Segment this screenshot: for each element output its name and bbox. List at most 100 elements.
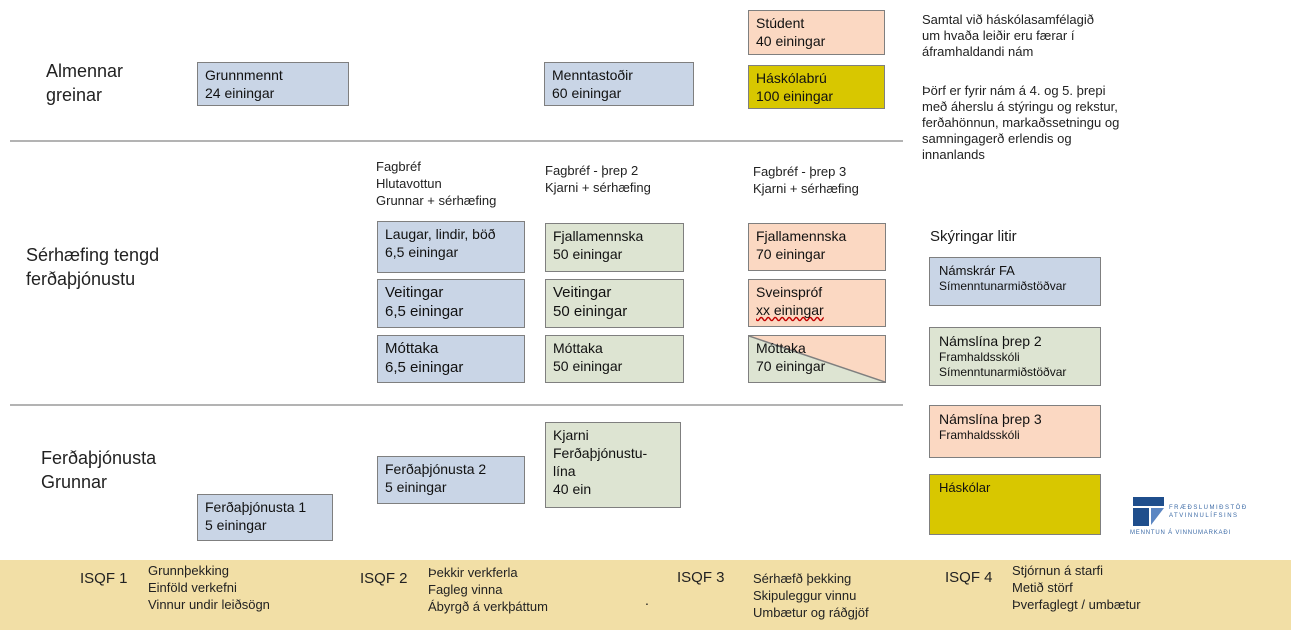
box-units: 24 einingar (205, 85, 275, 101)
logo-line-3: MENNTUN Á VINNUMARKAÐI (1130, 530, 1231, 536)
box-units: 6,5 einingar (385, 244, 459, 260)
header-line: Fagbréf (376, 159, 421, 174)
isqf-line: Ábyrgð á verkþáttum (428, 599, 548, 614)
box-line: Kjarni (553, 427, 589, 443)
box-mottaka-3: Móttaka 70 einingar (748, 335, 886, 383)
header-fagbref-2: Fagbréf - þrep 2 Kjarni + sérhæfing (545, 162, 651, 196)
legend-sub: Framhaldsskóli (939, 428, 1020, 442)
box-line: 40 ein (553, 481, 592, 497)
box-line: lína (553, 463, 576, 479)
box-title: Móttaka (553, 340, 603, 356)
box-mottaka-1: Móttaka 6,5 einingar (377, 335, 525, 383)
logo-line-1: FRÆÐSLUMIÐSTÖÐ (1169, 505, 1248, 511)
legend-item-namslina-threp-2: Námslína þrep 2 Framhaldsskóli Símenntun… (929, 327, 1101, 386)
box-title: Grunnmennt (205, 67, 283, 83)
isqf-line: Vinnur undir leiðsögn (148, 597, 270, 612)
legend-title: Skýringar litir (930, 228, 1017, 245)
header-line: Fagbréf - þrep 2 (545, 163, 639, 178)
legend-label: Námslína þrep 2 (939, 333, 1042, 349)
box-units: 60 einingar (552, 85, 622, 101)
box-haskolabru: Háskólabrú 100 einingar (748, 65, 885, 109)
box-title: Laugar, lindir, böð (385, 226, 496, 242)
header-line: Kjarni + sérhæfing (545, 180, 651, 195)
isqf-line: Einföld verkefni (148, 580, 237, 595)
isqf-line: Metið störf (1012, 580, 1073, 595)
row-label-serhaefing: Sérhæfing tengd ferðaþjónustu (26, 245, 160, 289)
divider-bottom (10, 404, 903, 406)
box-units: 100 einingar (756, 88, 834, 104)
box-title: Móttaka (756, 340, 806, 356)
isqf-line: Umbætur og ráðgjöf (753, 605, 869, 620)
isqf-line: Skipuleggur vinnu (753, 588, 857, 603)
box-fjallamennska-3: Fjallamennska 70 einingar (748, 223, 886, 271)
box-sveinsprof: Sveinspróf xx einingar (748, 279, 886, 327)
box-title: Veitingar (385, 284, 444, 301)
isqf-4-label: ISQF 4 (945, 569, 993, 586)
box-title: Móttaka (385, 340, 439, 357)
legend-item-namslina-threp-3: Námslína þrep 3 Framhaldsskóli (929, 405, 1101, 458)
isqf-1-label: ISQF 1 (80, 570, 128, 587)
box-units: 40 einingar (756, 33, 826, 49)
box-units: 6,5 einingar (385, 303, 464, 320)
box-grunnmennt: Grunnmennt 24 einingar (197, 62, 349, 106)
legend-label: Námslína þrep 3 (939, 411, 1042, 427)
box-units: xx einingar (756, 302, 824, 318)
isqf-2-label: ISQF 2 (360, 570, 408, 587)
isqf-line: Sérhæfð þekking (753, 571, 852, 586)
isqf-line: Þekkir verkferla (428, 565, 518, 580)
isqf-3-label: ISQF 3 (677, 569, 725, 586)
logo-mark-icon (1133, 497, 1164, 526)
legend-sub: Símenntunarmiðstöðvar (939, 279, 1067, 293)
box-laugar: Laugar, lindir, böð 6,5 einingar (377, 221, 525, 273)
header-line: Grunnar + sérhæfing (376, 193, 497, 208)
box-title: Stúdent (756, 15, 805, 31)
box-title: Sveinspróf (756, 284, 823, 300)
isqf-4-description: Stjórnun á starfi Metið störf Þverfagleg… (1012, 562, 1141, 613)
legend-item-namskrar-fa: Námskrár FA Símenntunarmiðstöðvar (929, 257, 1101, 306)
header-fagbref-3: Fagbréf - þrep 3 Kjarni + sérhæfing (753, 163, 859, 197)
isqf-line: Stjórnun á starfi (1012, 563, 1104, 578)
box-units: 6,5 einingar (385, 359, 464, 376)
legend-label: Námskrár FA (939, 263, 1015, 278)
box-title: Háskólabrú (756, 70, 827, 86)
box-mottaka-2: Móttaka 50 einingar (545, 335, 684, 383)
logo-line-2: ATVINNULÍFSINS (1169, 513, 1239, 519)
box-veitingar-1: Veitingar 6,5 einingar (377, 279, 525, 328)
note-thorf: Þörf er fyrir nám á 4. og 5. þrepi með á… (922, 83, 1120, 162)
box-title: Ferðaþjónusta 2 (385, 461, 487, 477)
row-label-grunnar: Ferðaþjónusta Grunnar (41, 448, 157, 492)
isqf-line: Fagleg vinna (428, 582, 503, 597)
stray-dot: . (645, 592, 649, 608)
legend-item-haskolar: Háskólar (929, 474, 1101, 535)
header-line: Hlutavottun (376, 176, 442, 191)
box-title: Fjallamennska (553, 228, 644, 244)
box-title: Menntastoðir (552, 67, 633, 83)
box-ferdathjonusta-2: Ferðaþjónusta 2 5 einingar (377, 456, 525, 504)
split-diagonal (749, 336, 885, 382)
row-label-almennar: Almennar greinar (46, 61, 124, 105)
header-fagbref-1: Fagbréf Hlutavottun Grunnar + sérhæfing (376, 158, 496, 209)
isqf-1-description: Grunnþekking Einföld verkefni Vinnur und… (148, 562, 270, 613)
legend-sub: Framhaldsskóli (939, 350, 1020, 364)
box-veitingar-2: Veitingar 50 einingar (545, 279, 684, 328)
header-line: Kjarni + sérhæfing (753, 181, 859, 196)
box-units: 5 einingar (205, 517, 267, 533)
box-units: 5 einingar (385, 479, 447, 495)
box-menntastodir: Menntastoðir 60 einingar (544, 62, 694, 106)
box-student: Stúdent 40 einingar (748, 10, 885, 55)
box-title: Veitingar (553, 284, 612, 301)
box-units: 70 einingar (756, 246, 826, 262)
logo: FRÆÐSLUMIÐSTÖÐ ATVINNULÍFSINS MENNTUN Á … (1130, 497, 1260, 537)
header-line: Fagbréf - þrep 3 (753, 164, 847, 179)
isqf-2-description: Þekkir verkferla Fagleg vinna Ábyrgð á v… (428, 564, 548, 615)
box-units: 50 einingar (553, 246, 623, 262)
legend-sub: Símenntunarmiðstöðvar (939, 365, 1067, 379)
box-line: Ferðaþjónustu- (553, 445, 648, 461)
box-title: Ferðaþjónusta 1 (205, 499, 307, 515)
box-ferdathjonusta-1: Ferðaþjónusta 1 5 einingar (197, 494, 333, 541)
divider-top (10, 140, 903, 142)
isqf-line: Grunnþekking (148, 563, 229, 578)
isqf-3-description: Sérhæfð þekking Skipuleggur vinnu Umbætu… (753, 570, 869, 621)
box-kjarni: Kjarni Ferðaþjónustu- lína 40 ein (545, 422, 681, 508)
isqf-line: Þverfaglegt / umbætur (1012, 597, 1141, 612)
